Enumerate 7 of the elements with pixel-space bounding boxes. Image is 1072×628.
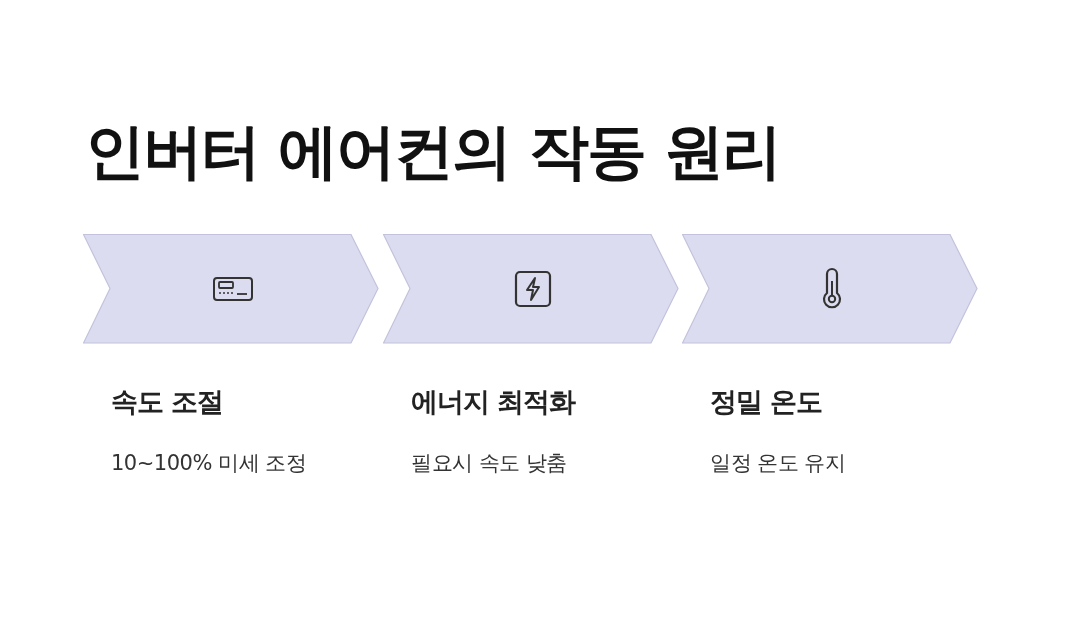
step-description: 10~100% 미세 조정 [111, 450, 307, 477]
step-description: 필요시 속도 낮춤 [411, 450, 567, 477]
title: 인버터 에어컨의 작동 원리 [85, 115, 780, 188]
step-description: 일정 온도 유지 [710, 450, 846, 477]
step-heading: 정밀 온도 [710, 385, 823, 419]
step-heading: 속도 조절 [111, 385, 224, 419]
step-heading: 에너지 최적화 [411, 385, 576, 419]
